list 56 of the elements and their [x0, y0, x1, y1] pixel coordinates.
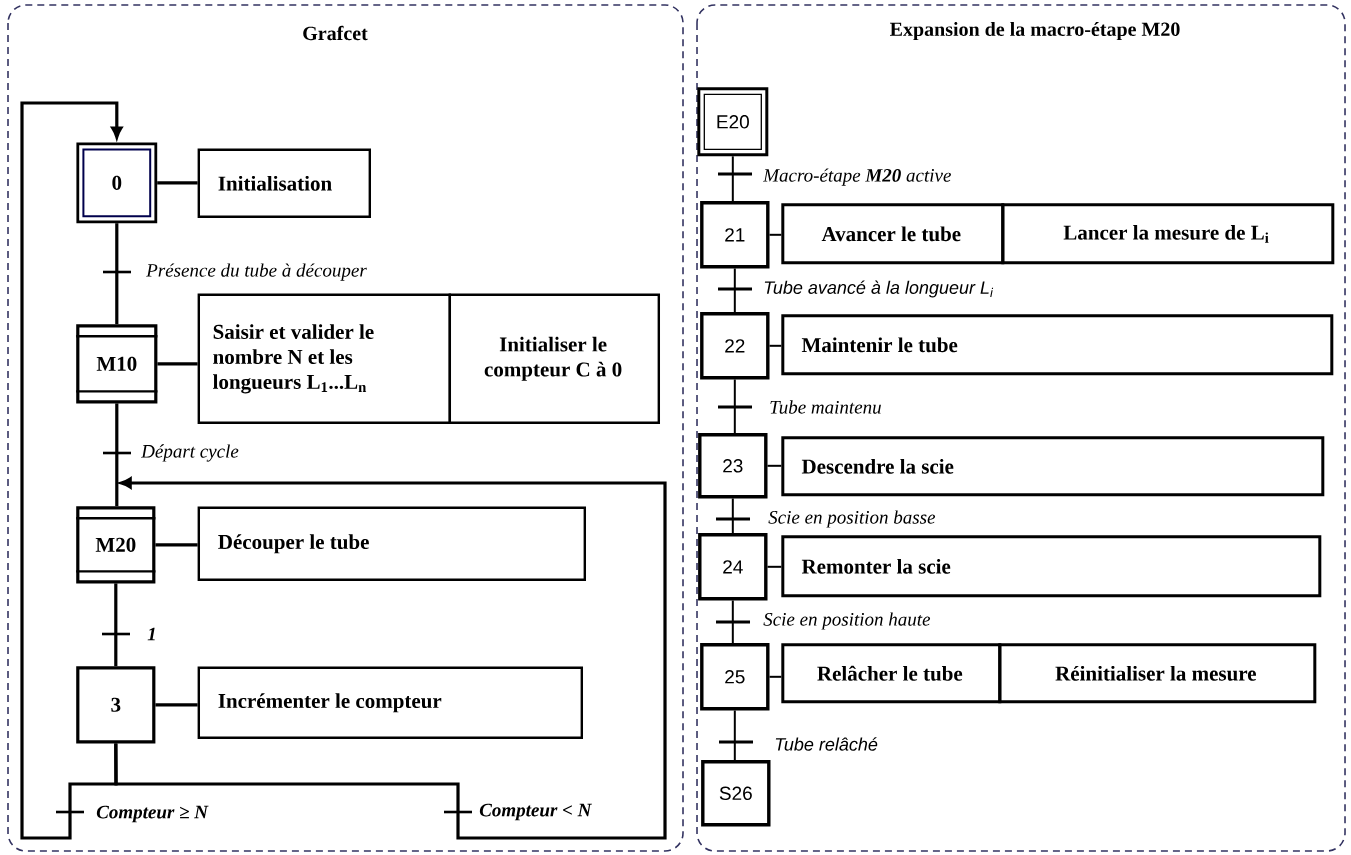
edge-label: Tube maintenu [768, 399, 883, 415]
action-box: Avancer le tube [781, 203, 1005, 265]
action-box: Réinitialiser la mesure [998, 643, 1317, 704]
link-line [157, 362, 198, 366]
action-box: Initialisation [197, 148, 371, 218]
link-line [766, 565, 783, 568]
step-box: 21 [700, 201, 770, 269]
action-box: Saisir et valider le nombre N et les longueurs L$_{1}$...L$_{n}$ [197, 293, 451, 424]
initial-step: 0 [76, 142, 158, 224]
action-box: Descendre la scie [781, 436, 1325, 497]
step-box: 3 [76, 666, 156, 744]
arrow [20, 101, 123, 840]
macro-step: M20 [76, 506, 156, 584]
edge-label: Compteur ≥ N [95, 804, 209, 824]
edge-label: Tube relâché [773, 736, 879, 752]
edge-label: Scie en position haute [762, 611, 932, 631]
action-box: Initialiser le compteur C à 0 [448, 293, 660, 424]
step-box: 22 [700, 312, 770, 380]
link-line [155, 703, 198, 707]
link-line [157, 181, 198, 185]
edge-label: 1 [146, 626, 158, 642]
edge-label: Présence du tube à découper [145, 262, 368, 282]
edge-label: Scie en position basse [767, 509, 937, 529]
link-line [733, 378, 736, 435]
link-line [733, 709, 736, 762]
edge-label: Tube avancé à la longueur L$_{i}$ [762, 279, 995, 299]
link-line [731, 497, 734, 535]
link-line [731, 155, 734, 203]
action-box: Découper le tube [197, 506, 586, 581]
link-line [733, 267, 736, 314]
step-box: 23 [698, 433, 768, 499]
edge-label: Départ cycle [140, 443, 240, 463]
link-line [768, 233, 783, 236]
edge-label: Compteur < N [478, 802, 593, 822]
link-line [155, 543, 198, 547]
arrow [114, 477, 667, 840]
action-box: Incrémenter le compteur [197, 666, 583, 739]
action-box: Maintenir le tube [781, 314, 1334, 376]
link-line [768, 344, 783, 347]
link-line [115, 403, 119, 507]
action-box: Lancer la mesure de L$_{i}$ [1001, 203, 1335, 265]
link-line [768, 675, 783, 678]
panel-title: Grafcet [303, 25, 368, 41]
action-box: Remonter la scie [781, 535, 1322, 598]
panel-title: Expansion de la macro-étape M20 [890, 21, 1180, 41]
step-box: S26 [701, 760, 771, 827]
link-line [766, 464, 783, 467]
step-box: 25 [700, 643, 770, 711]
macro-step: M10 [76, 324, 158, 404]
link-line [114, 583, 118, 667]
link-line [731, 599, 734, 645]
edge-label: Macro-étape M20 active [762, 167, 953, 187]
step-box: 24 [698, 533, 768, 601]
link-line [115, 223, 119, 325]
initial-step: E20 [697, 87, 769, 157]
action-box: Relâcher le tube [781, 643, 1002, 704]
